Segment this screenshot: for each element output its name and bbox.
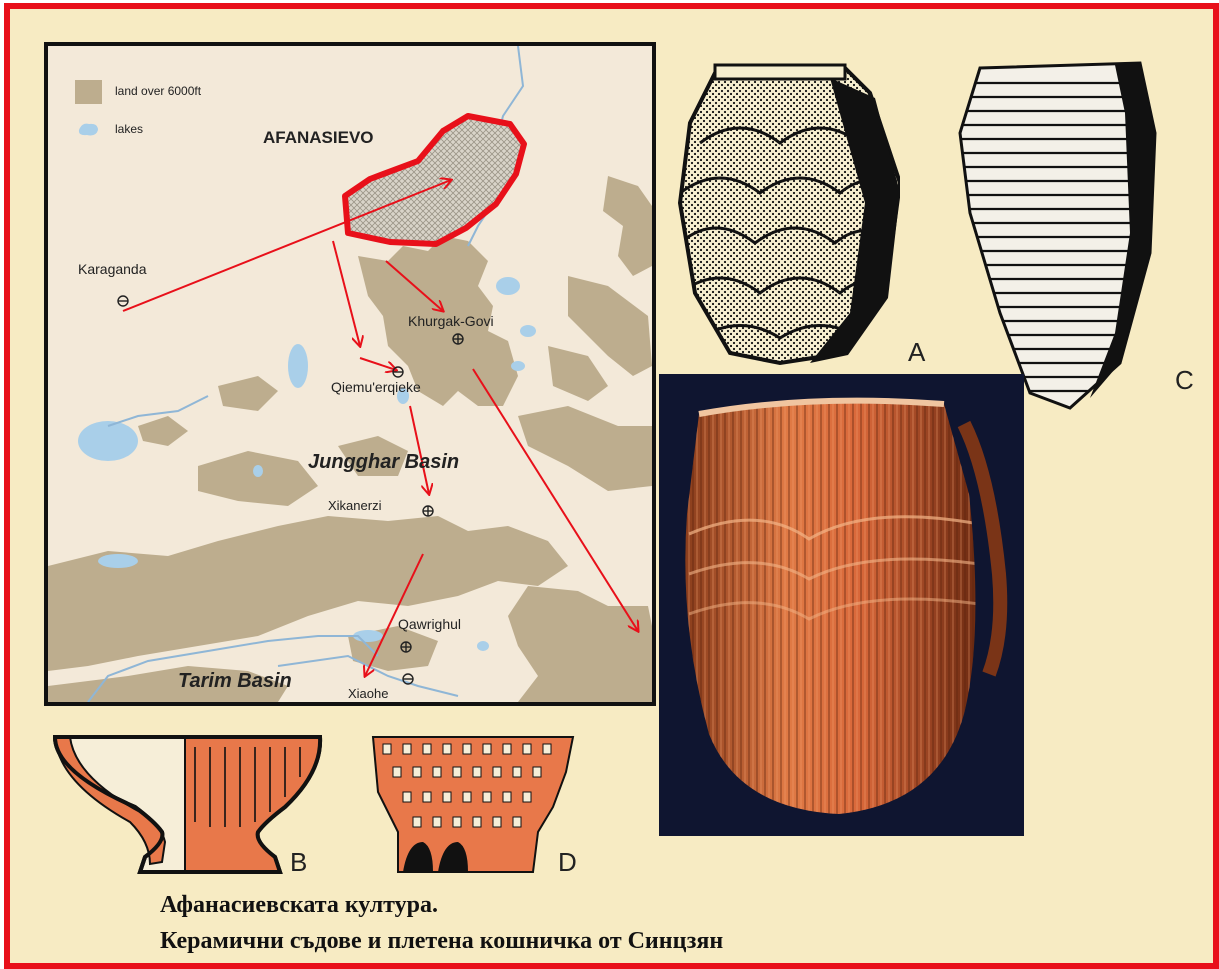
highland-east-3 — [518, 406, 652, 491]
highland-south-west — [48, 666, 288, 702]
highland-south-east — [508, 586, 652, 702]
highland-east-4 — [548, 346, 608, 401]
place-label-tarim: Tarim Basin — [178, 670, 292, 692]
arrow-to-khurgak — [385, 260, 443, 311]
figure-label-b: B — [290, 847, 308, 877]
site-markers — [117, 295, 464, 685]
basket-photo — [659, 374, 1024, 836]
pot-c-illustration — [958, 61, 1157, 410]
legend-lakes-label: lakes — [115, 122, 144, 136]
migration-arrows — [122, 180, 638, 676]
arrow-to-qiemu-2 — [359, 357, 396, 370]
pot-a-illustration — [677, 63, 900, 366]
lake — [78, 421, 138, 461]
caption-line-1: Афанасиевската култура. — [160, 892, 438, 918]
caption-line-2: Керамични съдове и плетена кошничка от С… — [160, 928, 724, 954]
bowl-b-illustration — [52, 735, 323, 874]
figure-label-a: A — [908, 337, 926, 367]
arrow-karaganda-afanasievo — [122, 180, 451, 312]
lake — [520, 325, 536, 337]
basket-illustration — [685, 397, 1008, 815]
legend-lakes-swatch — [78, 123, 98, 136]
highland-west-2 — [138, 416, 188, 446]
lakes — [78, 277, 536, 651]
figure-label-c: C — [1175, 365, 1194, 395]
page-frame: land over 6000ft lakes AFANASIEVO Karaga… — [4, 3, 1219, 969]
highland-east-2 — [568, 276, 652, 376]
figure-label-d: D — [558, 847, 577, 877]
lake — [288, 344, 308, 388]
site-marker-qawrighul — [400, 641, 412, 653]
highland-central — [358, 236, 518, 406]
place-label-junggar: Jungghar Basin — [308, 451, 460, 473]
caption: Афанасиевската култура. Керамични съдове… — [160, 887, 723, 959]
site-marker-khurgak — [452, 333, 464, 345]
river — [107, 395, 209, 427]
arrow-to-east — [472, 368, 638, 631]
lake — [397, 388, 409, 404]
lake — [253, 465, 263, 477]
lake — [496, 277, 520, 295]
arrow-to-xikanerzi — [409, 405, 429, 494]
arrow-to-qiemu-1 — [332, 240, 360, 346]
arrow-to-xiaohe — [365, 553, 424, 676]
river — [277, 654, 459, 697]
lake — [511, 361, 525, 371]
river — [87, 635, 379, 702]
vessel-d-illustration — [371, 736, 575, 873]
highland-mid-1 — [198, 451, 318, 506]
place-label-khurgak: Khurgak-Govi — [408, 313, 494, 329]
place-label-qawrighul: Qawrighul — [398, 616, 462, 632]
map-canvas — [48, 46, 652, 702]
site-marker-xiaohe — [402, 673, 414, 685]
site-marker-karaganda — [117, 295, 129, 307]
place-label-qiemu: Qiemu'erqieke — [331, 379, 421, 395]
highland-mid-2 — [338, 436, 408, 476]
site-marker-qiemu — [392, 366, 404, 378]
lake — [477, 641, 489, 651]
place-label-karaganda: Karaganda — [78, 261, 147, 277]
highland-west-1 — [218, 376, 278, 411]
site-marker-xikanerzi — [422, 505, 434, 517]
afanasievo-region — [342, 113, 527, 247]
lake — [98, 554, 138, 568]
place-label-xiaohe: Xiaohe — [348, 686, 389, 701]
place-label-xikanerzi: Xikanerzi — [328, 498, 382, 513]
legend-land-swatch — [75, 80, 102, 104]
highland-southern-range — [48, 516, 568, 671]
map-panel: land over 6000ft lakes AFANASIEVO Karaga… — [44, 42, 656, 706]
place-label-afanasievo: AFANASIEVO — [263, 128, 374, 147]
legend-land-label: land over 6000ft — [115, 84, 202, 98]
highland-east-1 — [603, 176, 652, 276]
highland-areas — [48, 166, 652, 702]
